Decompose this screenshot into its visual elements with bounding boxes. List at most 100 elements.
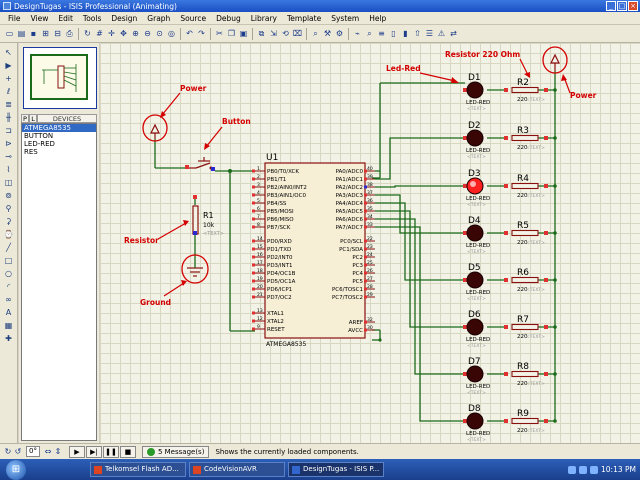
junction-mode-icon[interactable]: + bbox=[5, 74, 12, 83]
network-icon[interactable] bbox=[568, 465, 576, 474]
pick-device-icon[interactable]: ⌕ bbox=[313, 29, 318, 38]
print-icon[interactable]: ⎙ bbox=[66, 29, 73, 38]
block-rotate-icon[interactable]: ⟲ bbox=[282, 29, 289, 38]
button-switch[interactable] bbox=[185, 157, 215, 171]
cut-icon[interactable]: ✂ bbox=[216, 29, 223, 38]
export-icon[interactable]: ⊟ bbox=[54, 29, 61, 38]
block-delete-icon[interactable]: ⌧ bbox=[292, 29, 303, 38]
tape-recorder-mode-icon[interactable]: ◫ bbox=[4, 178, 13, 187]
selection-mode-icon[interactable]: ↖ bbox=[5, 48, 12, 57]
library-manager-tab[interactable]: L bbox=[29, 113, 37, 123]
power-terminal-right[interactable] bbox=[550, 53, 560, 71]
volume-icon[interactable] bbox=[579, 465, 587, 474]
overview-window[interactable] bbox=[23, 47, 97, 109]
menu-library[interactable]: Library bbox=[250, 13, 277, 23]
menu-system[interactable]: System bbox=[331, 13, 360, 23]
bill-of-materials-icon[interactable]: ☰ bbox=[425, 29, 434, 38]
menu-edit[interactable]: Edit bbox=[58, 13, 73, 23]
marker-mode-icon[interactable]: ✚ bbox=[5, 334, 12, 343]
component-mode-icon[interactable]: ▶ bbox=[5, 61, 12, 70]
rotate-icon[interactable]: ↻ bbox=[4, 446, 12, 456]
device-item-button[interactable]: BUTTON bbox=[24, 132, 54, 140]
play-button[interactable]: ▶ bbox=[68, 445, 85, 458]
import-icon[interactable]: ⊞ bbox=[42, 29, 49, 38]
pan-icon[interactable]: ✥ bbox=[120, 29, 127, 38]
device-item-res[interactable]: RES bbox=[24, 148, 38, 156]
undo-icon[interactable]: ↶ bbox=[186, 29, 193, 38]
block-copy-icon[interactable]: ⧉ bbox=[258, 29, 265, 38]
exit-to-parent-icon[interactable]: ⇧ bbox=[414, 29, 421, 38]
current-probe-mode-icon[interactable]: ⚳ bbox=[5, 217, 12, 226]
box-mode-icon[interactable]: □ bbox=[4, 256, 13, 265]
menu-file[interactable]: File bbox=[8, 13, 21, 23]
make-device-icon[interactable]: ⚒ bbox=[323, 29, 332, 38]
text-mode-icon[interactable]: A bbox=[5, 308, 12, 317]
resistor-r1[interactable] bbox=[192, 195, 199, 235]
new-file-icon[interactable]: ▭ bbox=[5, 29, 14, 38]
battery-icon[interactable] bbox=[590, 465, 598, 474]
property-tool-icon[interactable]: ≡ bbox=[378, 29, 385, 38]
messages-indicator[interactable]: 5 Message(s) bbox=[141, 445, 210, 458]
generator-mode-icon[interactable]: ⊚ bbox=[5, 191, 12, 200]
virtual-instruments-mode-icon[interactable]: ⌚ bbox=[3, 230, 14, 239]
redo-icon[interactable]: ↷ bbox=[198, 29, 205, 38]
pause-button[interactable]: ❚❚ bbox=[102, 445, 119, 458]
new-sheet-icon[interactable]: ▯ bbox=[391, 29, 396, 38]
stop-button[interactable]: ■ bbox=[119, 445, 136, 458]
close-button[interactable]: × bbox=[628, 1, 638, 11]
menu-tools[interactable]: Tools bbox=[82, 13, 102, 23]
zoom-in-icon[interactable]: ⊕ bbox=[132, 29, 139, 38]
menu-template[interactable]: Template bbox=[286, 13, 322, 23]
search-icon[interactable]: ⌕ bbox=[367, 29, 372, 38]
subcircuit-mode-icon[interactable]: ⊐ bbox=[5, 126, 12, 135]
buses-mode-icon[interactable]: ╫ bbox=[6, 113, 11, 122]
decompose-icon[interactable]: ⚙ bbox=[335, 29, 344, 38]
origin-icon[interactable]: ✛ bbox=[108, 29, 115, 38]
menu-graph[interactable]: Graph bbox=[147, 13, 171, 23]
voltage-probe-mode-icon[interactable]: ⚲ bbox=[5, 204, 12, 213]
minimize-button[interactable]: _ bbox=[606, 1, 616, 11]
task-designtugas[interactable]: DesignTugas - ISIS P... bbox=[288, 462, 384, 477]
mirror-vertical-icon[interactable]: ⇕ bbox=[54, 446, 62, 456]
symbol-mode-icon[interactable]: ▦ bbox=[4, 321, 13, 330]
device-item-led-red[interactable]: LED-RED bbox=[24, 140, 55, 148]
save-icon[interactable]: ▪ bbox=[30, 29, 37, 38]
menu-debug[interactable]: Debug bbox=[216, 13, 241, 23]
paste-icon[interactable]: ▣ bbox=[239, 29, 248, 38]
circle-mode-icon[interactable]: ○ bbox=[5, 269, 12, 278]
power-terminal-left[interactable] bbox=[150, 123, 160, 139]
step-button[interactable]: ▶| bbox=[85, 445, 102, 458]
menu-help[interactable]: Help bbox=[369, 13, 387, 23]
open-file-icon[interactable]: ▤ bbox=[17, 29, 26, 38]
device-pins-mode-icon[interactable]: ⊸ bbox=[5, 152, 12, 161]
line-mode-icon[interactable]: ╱ bbox=[6, 243, 11, 252]
grid-icon[interactable]: # bbox=[96, 29, 103, 38]
ground-terminal[interactable] bbox=[187, 248, 203, 277]
remove-sheet-icon[interactable]: ▮ bbox=[403, 29, 408, 38]
zoom-area-icon[interactable]: ◎ bbox=[168, 29, 175, 38]
device-item-atmega8535[interactable]: ATMEGA8535 bbox=[22, 124, 96, 132]
zoom-all-icon[interactable]: ⊙ bbox=[156, 29, 163, 38]
mirror-horizontal-icon[interactable]: ⇔ bbox=[44, 446, 52, 456]
path-mode-icon[interactable]: ∞ bbox=[5, 295, 12, 304]
netlist-icon[interactable]: ⇄ bbox=[450, 29, 457, 38]
wire-label-mode-icon[interactable]: ℓ bbox=[6, 87, 11, 96]
menu-source[interactable]: Source bbox=[180, 13, 207, 23]
text-script-mode-icon[interactable]: ≣ bbox=[5, 100, 12, 109]
